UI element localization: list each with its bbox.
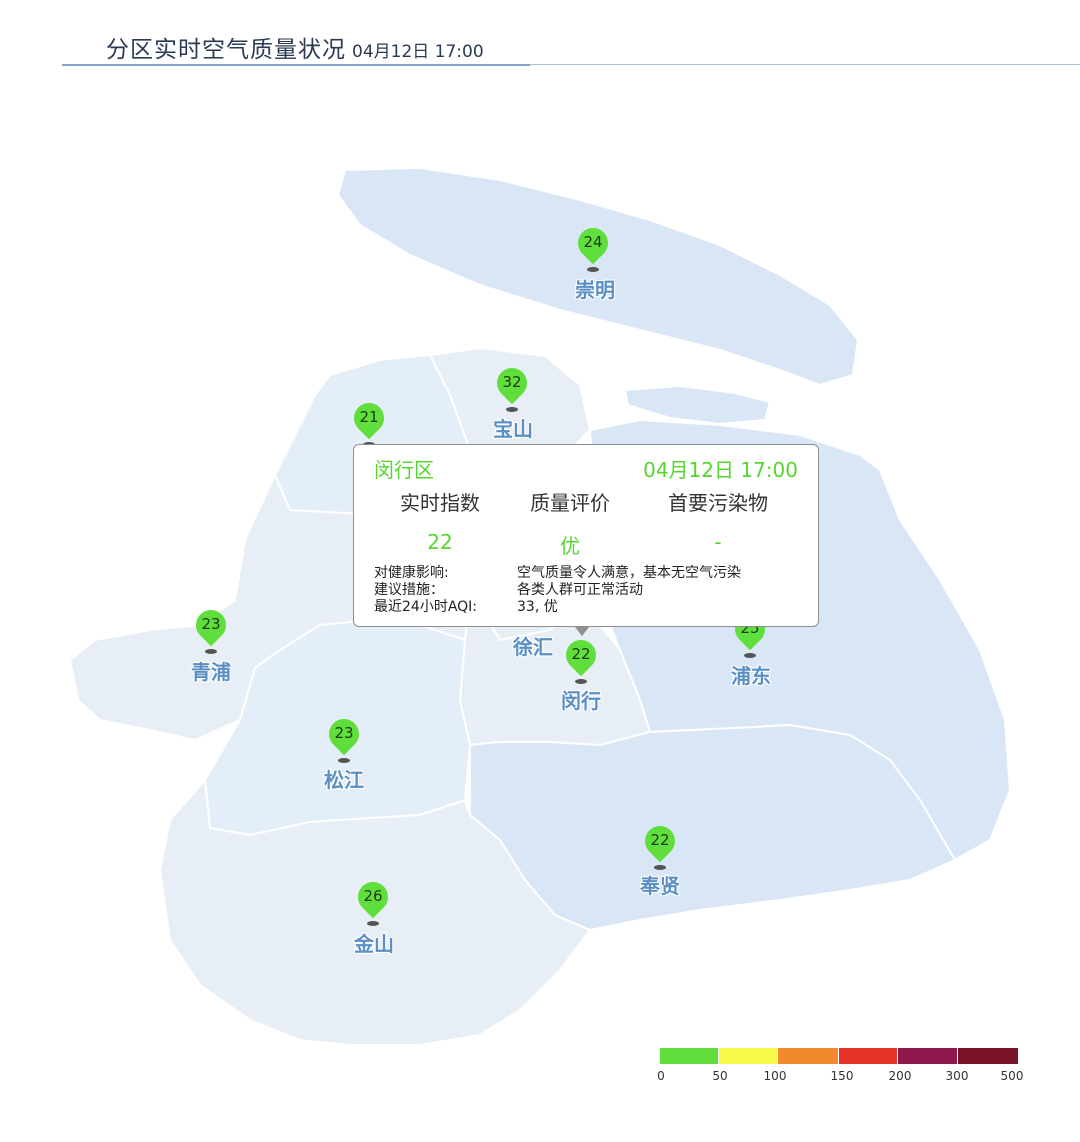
aqi-marker-jiading[interactable]: 21 xyxy=(347,396,391,449)
tooltip-pollutant-header: 首要污染物 xyxy=(668,491,768,515)
tooltip-health-label: 对健康影响: xyxy=(374,565,449,581)
tooltip-recent-label: 最近24小时AQI: xyxy=(374,599,478,615)
legend-tick: 150 xyxy=(830,1069,854,1083)
header-underline-accent xyxy=(62,64,530,66)
tooltip-district-name: 闵行区 xyxy=(374,458,434,482)
aqi-marker-fengxian[interactable]: 22 xyxy=(638,819,682,872)
aqi-marker-baoshan[interactable]: 32 xyxy=(490,361,534,414)
marker-shadow xyxy=(506,407,518,412)
aqi-marker-jinshan[interactable]: 26 xyxy=(351,875,395,928)
legend-color-severe xyxy=(958,1048,1018,1064)
district-label-minhang[interactable]: 闵行 xyxy=(561,689,601,713)
page-title-text: 分区实时空气质量状况 xyxy=(106,37,346,63)
tooltip-aqi-header: 实时指数 xyxy=(400,491,480,515)
tooltip-health-value: 空气质量令人满意，基本无空气污染 xyxy=(517,565,741,581)
marker-shadow xyxy=(338,758,350,763)
page-timestamp: 04月12日 17:00 xyxy=(352,42,484,62)
district-label-jinshan[interactable]: 金山 xyxy=(354,932,394,956)
district-detail-tooltip: 闵行区 04月12日 17:00 实时指数 质量评价 首要污染物 22 优 - … xyxy=(353,444,819,636)
legend-tick: 100 xyxy=(763,1069,787,1083)
marker-shadow xyxy=(587,267,599,272)
marker-shadow xyxy=(205,649,217,654)
tooltip-quality-value: 优 xyxy=(560,534,580,558)
marker-aqi-value: 32 xyxy=(502,373,522,391)
legend-tick: 300 xyxy=(945,1069,969,1083)
header-underline xyxy=(62,64,1080,65)
island-hengsha xyxy=(623,384,772,426)
tooltip-aqi-value: 22 xyxy=(427,530,453,554)
legend-tick: 200 xyxy=(888,1069,912,1083)
tooltip-recent-value: 33, 优 xyxy=(517,599,558,615)
aqi-marker-chongming[interactable]: 24 xyxy=(571,221,615,274)
district-label-xuhui[interactable]: 徐汇 xyxy=(513,635,553,659)
marker-aqi-value: 23 xyxy=(334,724,354,742)
legend-color-moderate xyxy=(719,1048,777,1064)
page-title: 分区实时空气质量状况 04月12日 17:00 xyxy=(106,30,484,64)
marker-aqi-value: 23 xyxy=(201,615,221,633)
district-label-chongming[interactable]: 崇明 xyxy=(575,278,615,302)
tooltip-advice-label: 建议措施： xyxy=(374,582,444,598)
marker-shadow xyxy=(367,921,379,926)
legend-tick: 50 xyxy=(712,1069,728,1083)
district-label-qingpu[interactable]: 青浦 xyxy=(191,660,231,684)
legend-tick: 0 xyxy=(657,1069,665,1083)
marker-aqi-value: 22 xyxy=(571,645,591,663)
aqi-marker-songjiang[interactable]: 23 xyxy=(322,712,366,765)
legend-color-medium xyxy=(839,1048,897,1064)
marker-aqi-value: 21 xyxy=(359,408,379,426)
legend-color-heavy xyxy=(898,1048,957,1064)
legend-color-good xyxy=(660,1048,718,1064)
marker-aqi-value: 22 xyxy=(650,831,670,849)
marker-aqi-value: 26 xyxy=(363,887,383,905)
marker-aqi-value: 24 xyxy=(583,233,603,251)
tooltip-timestamp: 04月12日 17:00 xyxy=(643,458,798,482)
marker-shadow xyxy=(654,865,666,870)
legend-tick: 500 xyxy=(1000,1069,1024,1083)
district-label-pudong[interactable]: 浦东 xyxy=(731,664,771,688)
aqi-marker-minhang[interactable]: 22 xyxy=(559,633,603,686)
tooltip-quality-header: 质量评价 xyxy=(530,491,610,515)
tooltip-advice-value: 各类人群可正常活动 xyxy=(517,582,643,598)
district-label-fengxian[interactable]: 奉贤 xyxy=(640,874,680,898)
legend-color-light xyxy=(778,1048,838,1064)
aqi-marker-qingpu[interactable]: 23 xyxy=(189,603,233,656)
district-area-chongming[interactable] xyxy=(336,166,860,387)
tooltip-pointer-icon xyxy=(575,627,589,636)
marker-shadow xyxy=(744,653,756,658)
tooltip-pollutant-value: - xyxy=(714,530,722,554)
marker-shadow xyxy=(575,679,587,684)
district-label-baoshan[interactable]: 宝山 xyxy=(493,417,533,441)
district-label-songjiang[interactable]: 松江 xyxy=(324,768,364,792)
